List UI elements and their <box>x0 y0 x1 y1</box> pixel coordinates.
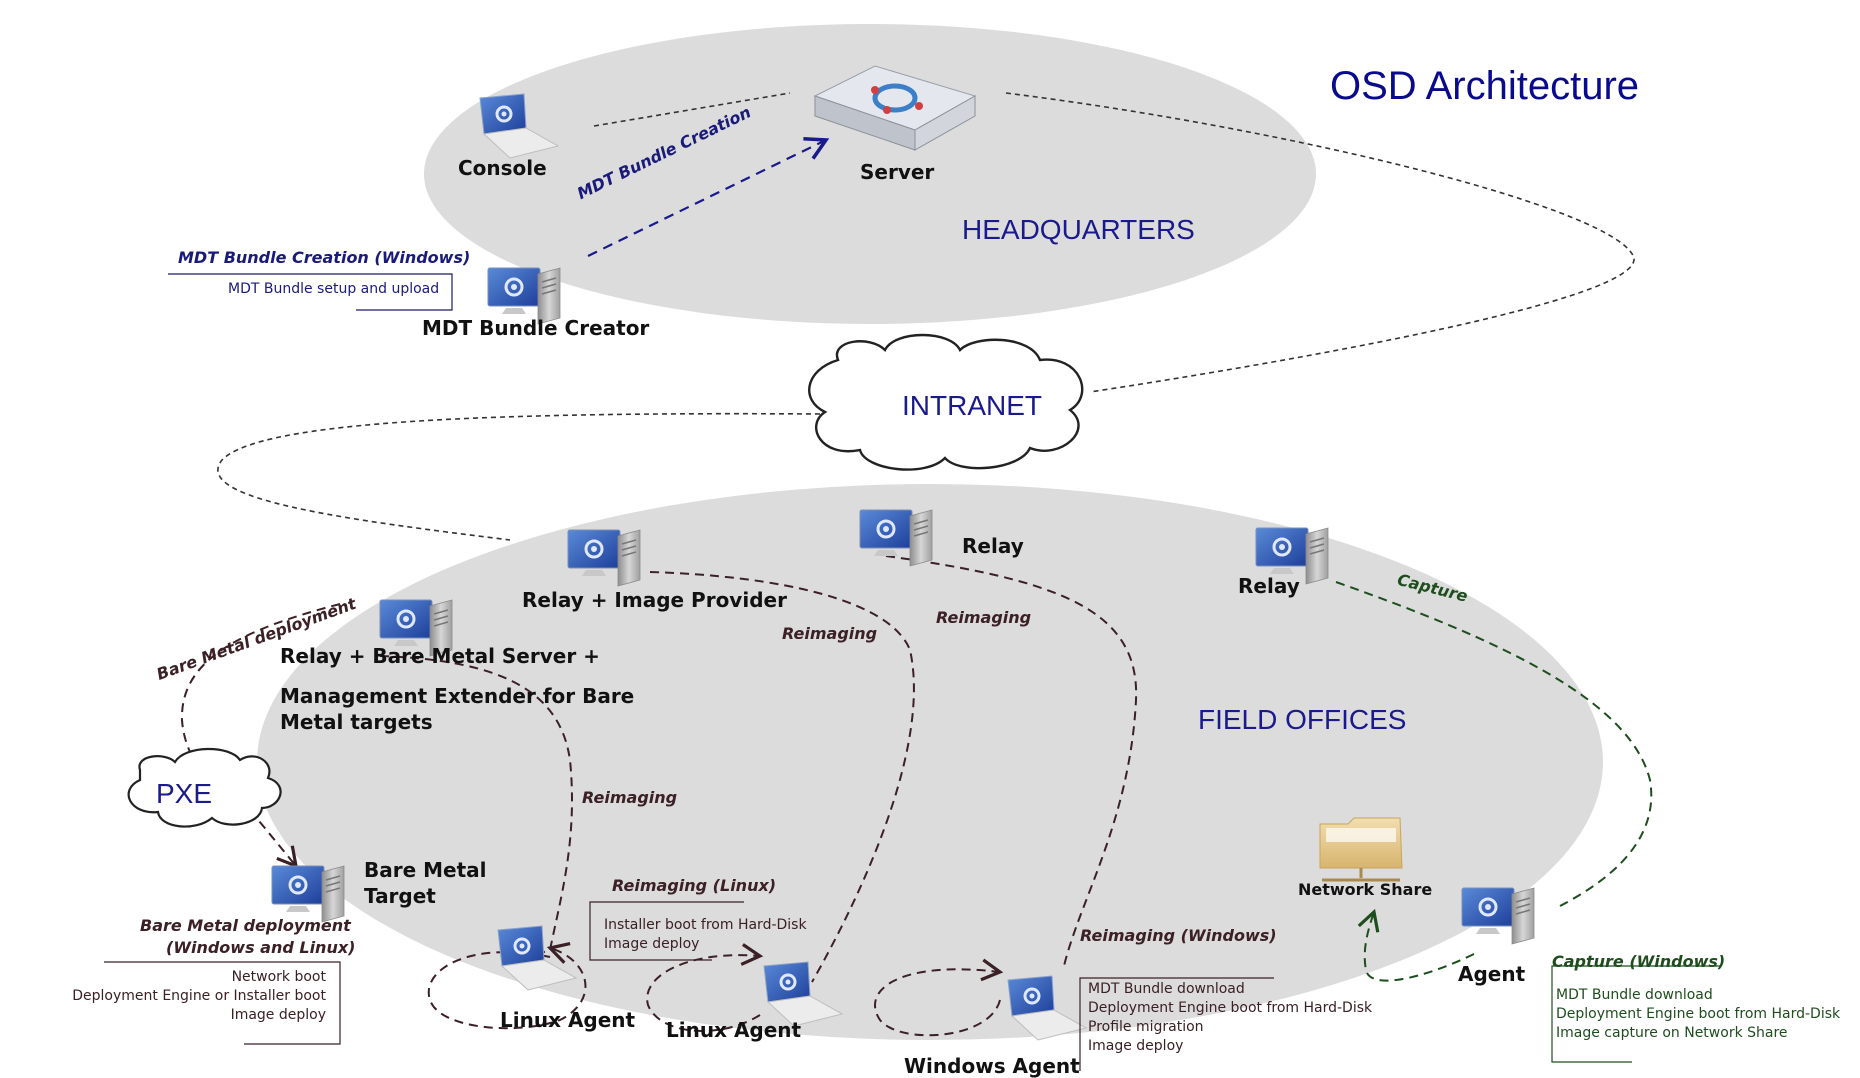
reimaging-linux-note-line: Installer boot from Hard-Disk <box>604 917 807 933</box>
reimaging-linux-note-lines: Installer boot from Hard-Disk Image depl… <box>604 916 807 954</box>
linux-agent-1-loop <box>427 942 587 1030</box>
windows-agent-label: Windows Agent <box>904 1054 1080 1078</box>
capture-note-lines: MDT Bundle download Deployment Engine bo… <box>1556 986 1840 1043</box>
bare-metal-target-label-1: Bare Metal <box>364 858 487 882</box>
bare-metal-note-box <box>104 961 341 1045</box>
diagram-title: OSD Architecture <box>1330 64 1640 108</box>
reimaging-windows-note-heading: Reimaging (Windows) <box>1080 926 1277 945</box>
bare-metal-note-line: Network boot <box>231 969 326 985</box>
field-offices-label: FIELD OFFICES <box>1198 704 1407 735</box>
mdt-note-heading: MDT Bundle Creation (Windows) <box>178 248 471 267</box>
bare-metal-target-label-2: Target <box>364 884 436 908</box>
mdt-note-line: MDT Bundle setup and upload <box>228 281 440 297</box>
bare-metal-note-lines: Network boot Deployment Engine or Instal… <box>60 968 326 1025</box>
reimaging-windows-note-box <box>1079 977 1274 1071</box>
bare-metal-target-desktop-icon <box>270 864 346 924</box>
network-share-label: Network Share <box>1298 880 1433 899</box>
reimaging-flow-label-2: Reimaging <box>936 608 1032 627</box>
relay-bms-label-2: Management Extender for Bare <box>280 684 635 708</box>
agent-to-network-share-arrow <box>1357 908 1475 982</box>
linux-agent-2-label: Linux Agent <box>666 1018 802 1042</box>
windows-agent-loop <box>874 958 1004 1037</box>
intranet-cloud <box>808 333 1084 471</box>
server-label: Server <box>860 160 935 184</box>
console-label: Console <box>458 156 547 180</box>
linux-agent-1-label: Linux Agent <box>500 1008 636 1032</box>
backbone-console-server <box>593 92 791 127</box>
reimaging-path-provider-linux <box>649 571 915 983</box>
reimaging-windows-note-line: Profile migration <box>1088 1019 1204 1035</box>
reimaging-path-relay-windows <box>885 555 1138 967</box>
backbone-intranet-fieldoffices <box>217 412 821 541</box>
reimaging-windows-note-line: Deployment Engine boot from Hard-Disk <box>1088 1000 1373 1016</box>
capture-note-line: Deployment Engine boot from Hard-Disk <box>1556 1006 1841 1022</box>
reimaging-linux-note-box <box>589 901 744 961</box>
capture-note-box <box>1551 965 1720 1063</box>
bare-metal-note-line: Image deploy <box>230 1007 326 1023</box>
field-offices-region <box>257 484 1603 1040</box>
pxe-to-target-arrow <box>249 809 299 869</box>
reimaging-linux-note-line: Image deploy <box>604 936 700 952</box>
reimaging-windows-note-line: Image deploy <box>1088 1038 1184 1054</box>
capture-path <box>1335 581 1653 907</box>
agent-desktop-icon <box>1460 886 1536 946</box>
bare-metal-note-heading-1: Bare Metal deployment <box>140 916 351 935</box>
relay-center-label: Relay <box>962 534 1024 558</box>
backbone-server-intranet <box>1005 92 1635 393</box>
headquarters-region <box>424 24 1316 324</box>
pxe-label: PXE <box>156 778 213 809</box>
reimaging-flow-label-1: Reimaging <box>782 624 878 643</box>
pxe-cloud <box>127 747 282 828</box>
agent-label: Agent <box>1458 962 1526 986</box>
capture-note-heading: Capture (Windows) <box>1552 952 1726 971</box>
mdt-note-box <box>168 273 453 311</box>
linux-agent-2-loop <box>646 943 764 1032</box>
server-rack-icon <box>813 65 977 151</box>
relay-image-provider-label: Relay + Image Provider <box>522 588 787 612</box>
bare-metal-note-heading-2: (Windows and Linux) <box>166 938 356 957</box>
relay-bms-label-3: Metal targets <box>280 710 433 734</box>
intranet-label: INTRANET <box>902 390 1042 421</box>
capture-note-line: Image capture on Network Share <box>1556 1025 1788 1041</box>
relay-right-label: Relay <box>1238 574 1300 598</box>
bare-metal-note-line: Deployment Engine or Installer boot <box>72 988 326 1004</box>
headquarters-label: HEADQUARTERS <box>962 214 1195 245</box>
capture-note-line: MDT Bundle download <box>1556 987 1713 1003</box>
reimaging-path-bms-linux <box>379 655 573 961</box>
mdt-bundle-creator-label: MDT Bundle Creator <box>422 316 650 340</box>
reimaging-linux-note-heading: Reimaging (Linux) <box>612 876 777 895</box>
reimaging-windows-note-line: MDT Bundle download <box>1088 981 1245 997</box>
relay-bms-label-1: Relay + Bare Metal Server + <box>280 644 600 668</box>
reimaging-windows-note-lines: MDT Bundle download Deployment Engine bo… <box>1088 980 1372 1056</box>
network-share-folder-icon <box>1319 817 1403 882</box>
reimaging-flow-label-3: Reimaging <box>582 788 678 807</box>
